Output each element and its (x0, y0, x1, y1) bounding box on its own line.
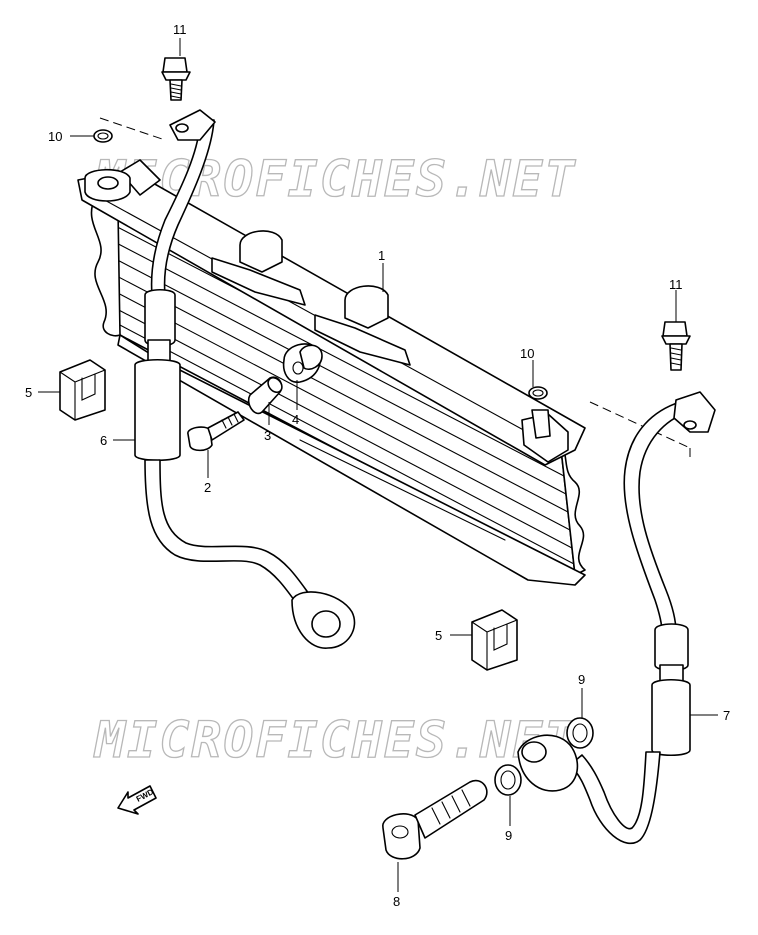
callout-5-left: 5 (25, 385, 32, 400)
cooler-right-port (531, 409, 551, 439)
gasket-10-left-inner (97, 132, 109, 140)
callout-11-left: 11 (173, 22, 187, 37)
hose-left-bolt-hole (175, 123, 189, 133)
callout-9-left: 9 (505, 828, 512, 843)
washer-9-right-inner (572, 723, 588, 743)
cooler-right-tank (554, 437, 586, 576)
cushion-5-left-edges (59, 369, 106, 421)
hose-left-banjo-hole (311, 610, 341, 638)
bolt-11-left-shank (169, 79, 183, 101)
callout-4: 4 (292, 412, 299, 427)
callout-8: 8 (393, 894, 400, 909)
cooler-bracket-left (211, 257, 306, 306)
gasket-10-left (93, 129, 113, 143)
hose-right-bolt-hole (683, 420, 697, 430)
hose-right-banjo-top (673, 391, 716, 433)
washer-9-left-inner (500, 770, 516, 790)
bolt-2-thread (221, 413, 239, 429)
assembly-line (299, 439, 506, 541)
oil-cooler (77, 159, 586, 586)
bolt-2 (187, 411, 245, 452)
cushion-5-right-edges (471, 619, 518, 671)
bolt-11-right (661, 321, 691, 371)
hose-left-lower (144, 459, 313, 609)
hose-right-upper (623, 401, 689, 633)
callout-5-right: 5 (435, 628, 442, 643)
cushion-5-left (59, 359, 106, 421)
grommet-4 (282, 343, 323, 383)
bolt-11-left-head (162, 57, 188, 73)
fwd-arrow: FWD (117, 785, 157, 815)
hose-left-ferrule-top (144, 288, 176, 347)
washer-9-left (494, 764, 522, 796)
callout-1: 1 (378, 248, 385, 263)
hose-right-ferrule-top (654, 623, 689, 672)
cooler-clamp-left (239, 230, 283, 273)
gasket-10-right (528, 386, 548, 400)
grommet-4-hole (292, 361, 304, 375)
centerline-right-top (589, 401, 691, 449)
gasket-10-right-inner (532, 389, 544, 397)
fwd-arrow-icon (117, 785, 157, 815)
bolt-11-left-flange (161, 71, 191, 81)
union-bolt-8-thread (431, 789, 471, 825)
union-bolt-8-shank (414, 779, 488, 839)
washer-9-right (566, 717, 594, 749)
union-bolt-8-head-face (391, 825, 409, 839)
bolt-11-left (161, 57, 191, 101)
cooler-left-lug (119, 159, 161, 196)
callout-11-right: 11 (669, 277, 683, 292)
watermark-bottom: MICROFICHES.NET (93, 711, 577, 769)
callout-9-right: 9 (578, 672, 585, 687)
callout-10-left: 10 (48, 129, 62, 144)
callout-3: 3 (264, 428, 271, 443)
callout-6: 6 (100, 433, 107, 448)
bolt-2-shank (207, 411, 245, 441)
bolt-11-right-thread (670, 347, 682, 366)
bolt-11-right-head (662, 321, 688, 337)
cooler-left-tank (90, 197, 121, 337)
cooler-left-port (97, 176, 119, 190)
callout-10-right: 10 (520, 346, 534, 361)
hose-right-lower (569, 751, 661, 845)
callout-2: 2 (204, 480, 211, 495)
callout-7: 7 (723, 708, 730, 723)
grommet-4-flange (299, 344, 323, 371)
hose-right-sleeve (651, 678, 691, 757)
union-bolt-8 (382, 779, 488, 860)
oil-hose-left (134, 109, 356, 649)
collar-3-end (267, 376, 283, 394)
oil-hose-right (517, 391, 716, 845)
cooler-clamp-right (344, 285, 389, 329)
bolt-11-left-thread (170, 83, 182, 99)
cushion-5-right (471, 609, 518, 671)
bolt-11-right-flange (661, 335, 691, 345)
centerline-left-top (99, 117, 166, 141)
union-bolt-8-head (382, 813, 421, 860)
cooler-bracket-right (314, 314, 411, 366)
hose-right-banjo-hole (521, 741, 547, 763)
bolt-2-head (187, 426, 213, 452)
hose-left-sleeve (134, 358, 181, 462)
